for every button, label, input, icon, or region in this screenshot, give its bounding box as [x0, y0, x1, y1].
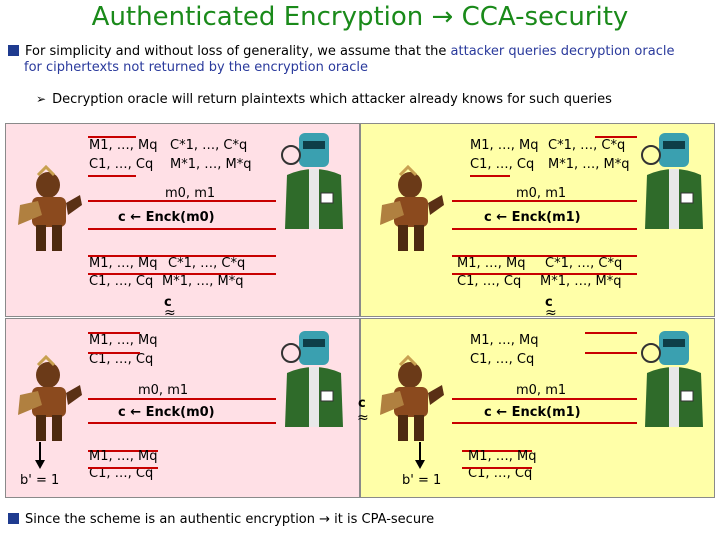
cstar-list: C*1, …, C*q: [170, 138, 247, 153]
sub-bullet: ➢ Decryption oracle will return plaintext…: [36, 92, 612, 107]
response-arrow-line: [88, 228, 276, 230]
intro-text-b: attacker queries decryption oracle: [451, 44, 675, 59]
approx-symbol: ≈: [164, 305, 176, 321]
query-arrow-line: [88, 352, 140, 354]
m-list: M1, …, Mq: [89, 256, 158, 271]
enc-m0: c ← Enck(m0): [118, 405, 215, 420]
arrow-bullet-icon: ➢: [36, 92, 46, 106]
mstar-list: M*1, …, M*q: [162, 274, 244, 289]
challenger-figure-icon: [637, 323, 711, 428]
approx-symbol: ≈: [545, 305, 557, 321]
arrow-down-icon: [34, 442, 46, 470]
m-list: M1, …, Mq: [470, 333, 539, 348]
response-arrow-line: [452, 228, 637, 230]
attacker-figure-icon: [370, 355, 448, 443]
enc-m1: c ← Enck(m1): [484, 405, 581, 420]
enc-m0: c ← Enck(m0): [118, 210, 215, 225]
intro-bullet: For simplicity and without loss of gener…: [8, 44, 708, 76]
m-pair: m0, m1: [138, 383, 188, 398]
mstar-list: M*1, …, M*q: [170, 157, 252, 172]
response-arrow-line: [452, 422, 637, 424]
query-arrow-line: [88, 175, 136, 177]
m-list: M1, …, Mq: [89, 449, 158, 464]
challenge-arrow-line: [452, 398, 637, 400]
approx-symbol: ≈: [357, 410, 369, 426]
response-arrow-line: [88, 422, 276, 424]
c-label: c: [358, 396, 366, 411]
challenger-figure-icon: [277, 125, 351, 230]
oracle-line: [88, 467, 158, 469]
conclusion-text: Since the scheme is an authentic encrypt…: [25, 512, 434, 527]
cstar-list: C*1, …, C*q: [548, 138, 625, 153]
m-list: M1, …, Mq: [89, 333, 158, 348]
b-prime-output: b' = 1: [402, 473, 441, 488]
c-list: C1, …, Cq: [89, 352, 153, 367]
m-pair: m0, m1: [516, 383, 566, 398]
query-arrow-line: [585, 352, 637, 354]
bullet-square-icon: [8, 45, 19, 56]
enc-m1: c ← Enck(m1): [484, 210, 581, 225]
cstar-list: C*1, …, C*q: [168, 256, 245, 271]
challenger-figure-icon: [277, 323, 351, 428]
cstar-list: C*1, …, C*q: [545, 256, 622, 271]
challenger-figure-icon: [637, 125, 711, 230]
mstar-list: M*1, …, M*q: [540, 274, 622, 289]
m-pair: m0, m1: [165, 186, 215, 201]
sub-bullet-text: Decryption oracle will return plaintexts…: [52, 92, 612, 107]
query-arrow-line: [470, 175, 510, 177]
attacker-figure-icon: [8, 355, 86, 443]
challenge-arrow-line: [88, 398, 276, 400]
m-pair: m0, m1: [516, 186, 566, 201]
intro-text-c: for ciphertexts not returned by the encr…: [24, 60, 368, 75]
m-list: M1, …, Mq: [470, 138, 539, 153]
m-list: M1, …, Mq: [89, 138, 158, 153]
attacker-figure-icon: [370, 165, 448, 253]
b-prime-output: b' = 1: [20, 473, 59, 488]
slide-title: Authenticated Encryption → CCA-security: [0, 2, 720, 32]
m-list: M1, …, Mq: [468, 449, 537, 464]
m-list: M1, …, Mq: [457, 256, 526, 271]
arrow-down-icon: [414, 442, 426, 470]
c-list: C1, …, Cq: [457, 274, 521, 289]
attacker-figure-icon: [8, 165, 86, 253]
query-arrow-line: [585, 332, 637, 334]
c-list: C1, …, Cq: [470, 352, 534, 367]
conclusion-bullet: Since the scheme is an authentic encrypt…: [8, 512, 434, 527]
c-list: C1, …, Cq: [89, 157, 153, 172]
c-list: C1, …, Cq: [470, 157, 534, 172]
mstar-list: M*1, …, M*q: [548, 157, 630, 172]
intro-text-a: For simplicity and without loss of gener…: [25, 44, 451, 59]
oracle-line: [462, 467, 532, 469]
bullet-square-icon: [8, 513, 19, 524]
c-list: C1, …, Cq: [89, 274, 153, 289]
